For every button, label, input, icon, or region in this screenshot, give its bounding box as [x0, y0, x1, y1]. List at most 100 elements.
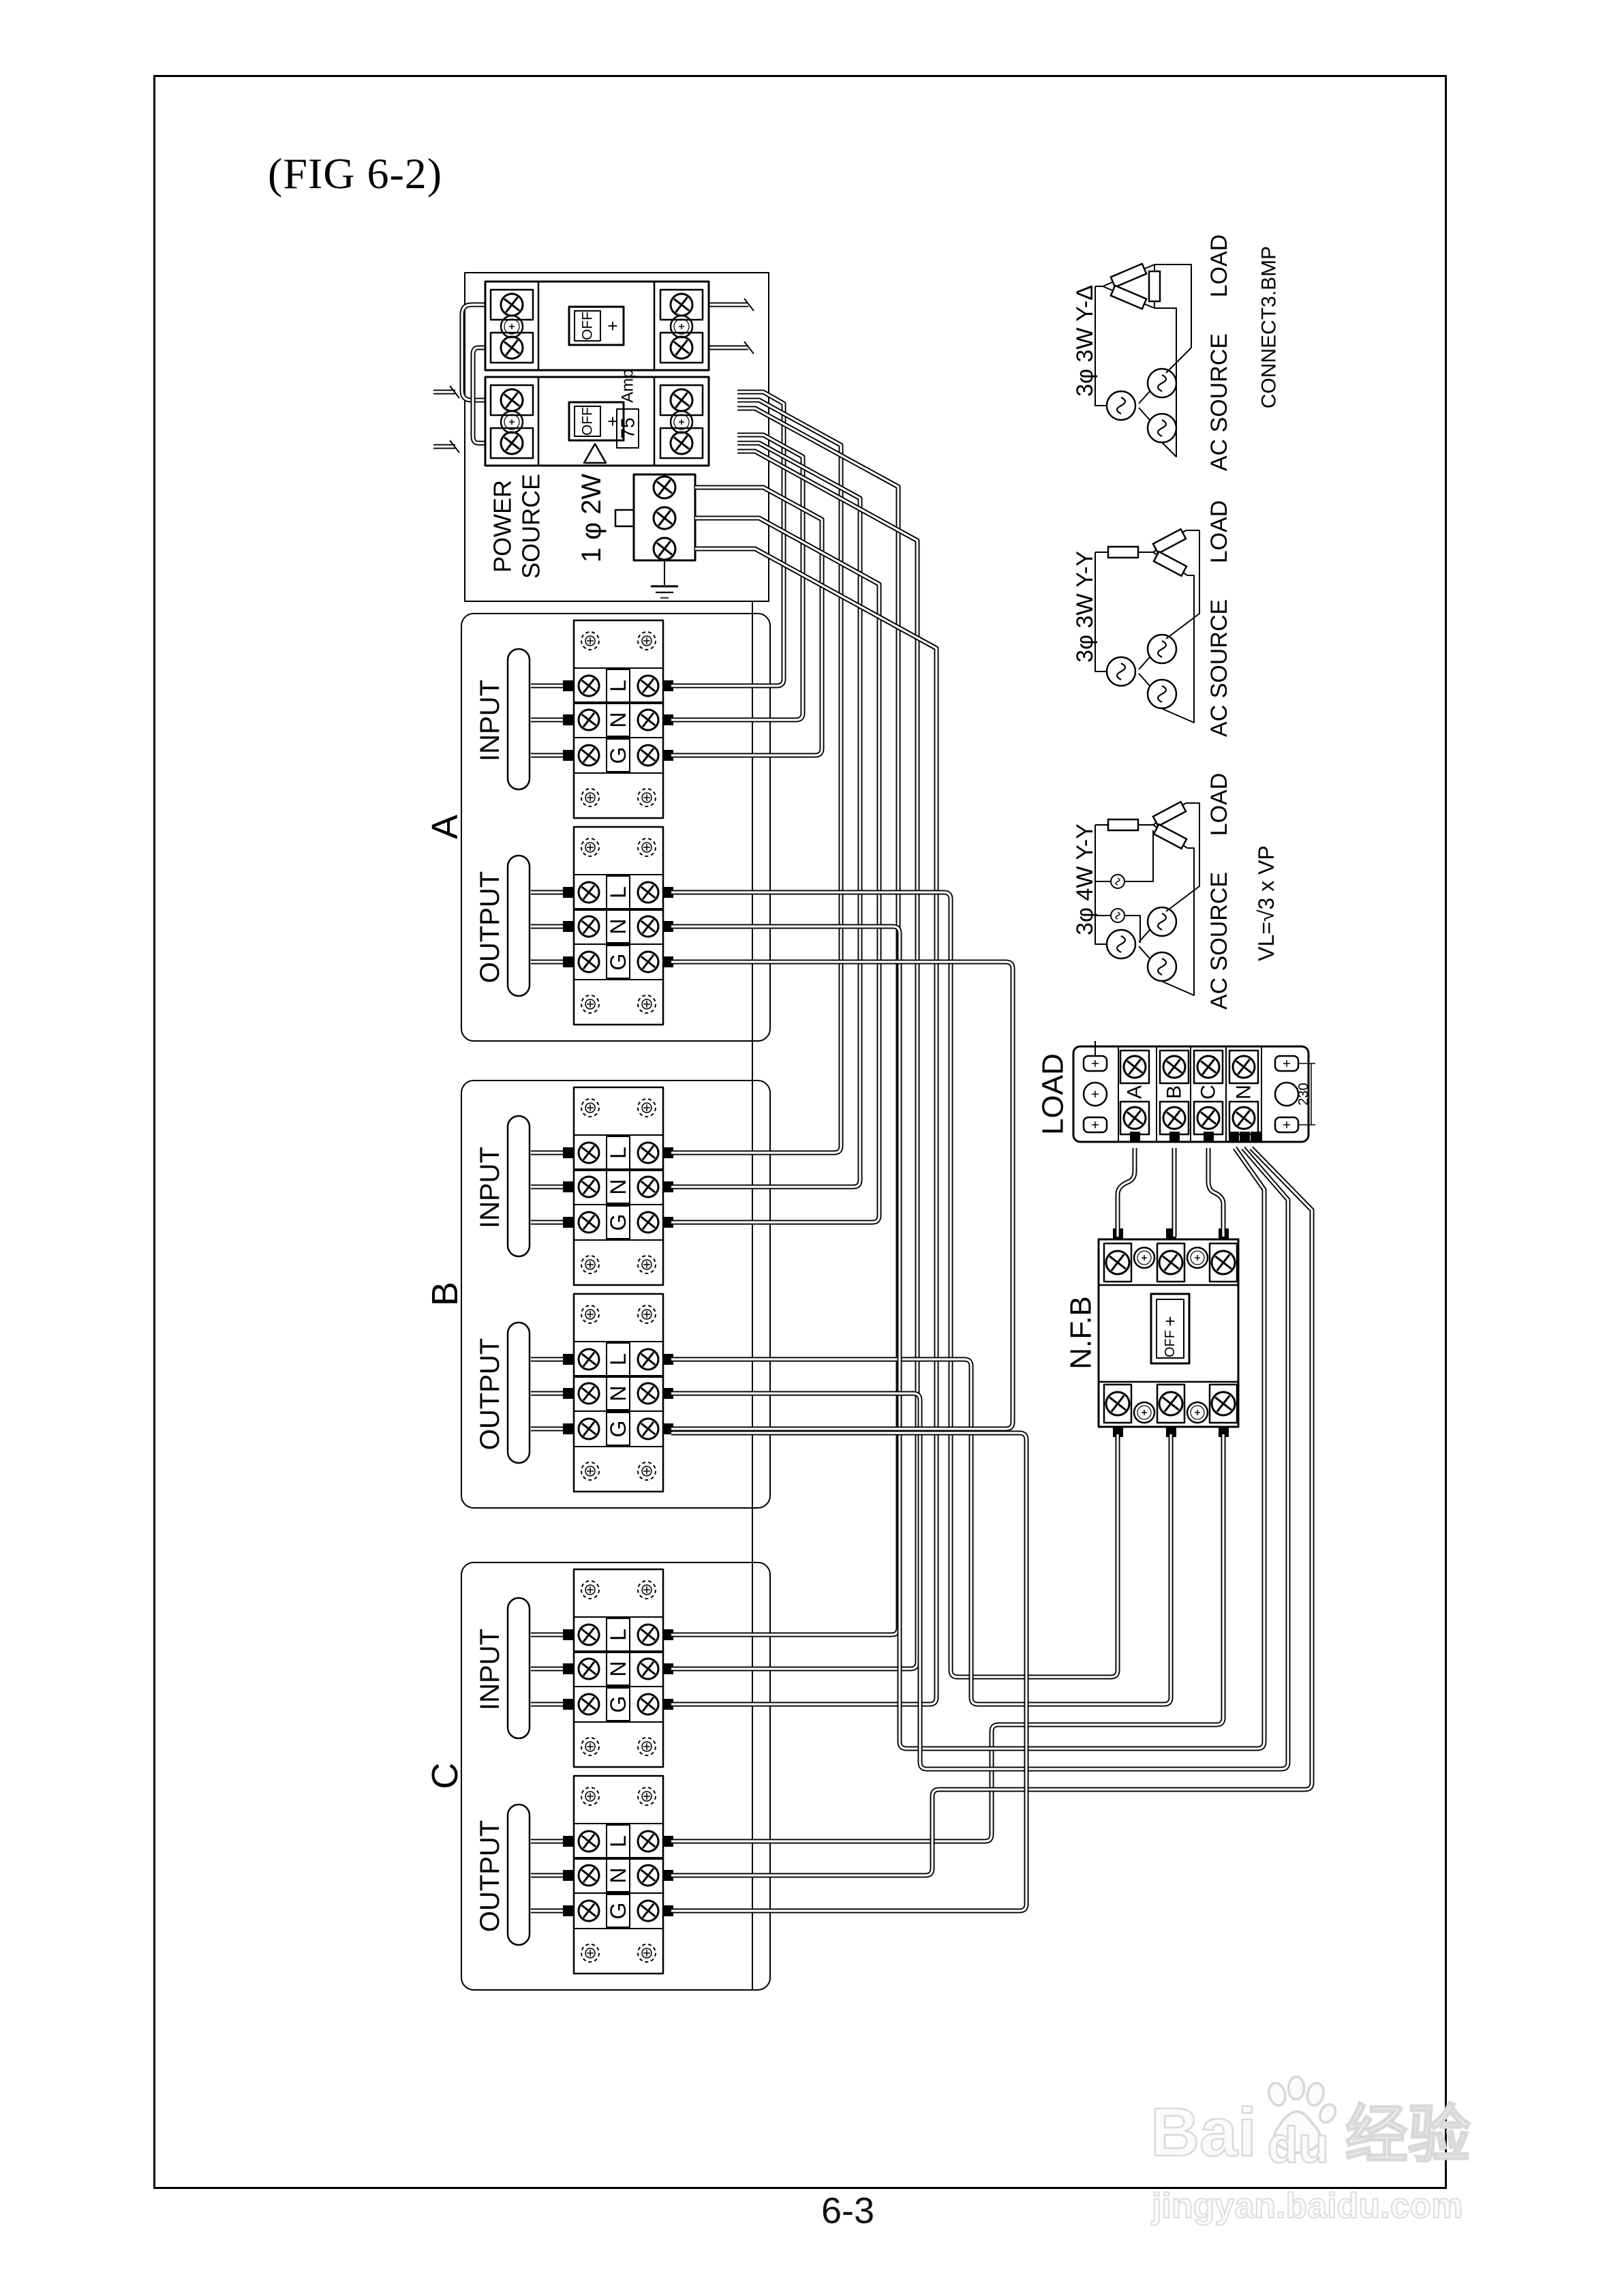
wire-ferrule	[563, 1423, 573, 1434]
screw-icon	[669, 431, 694, 455]
sections-0-input_label: INPUT	[475, 680, 505, 761]
wire-ferrule	[563, 1181, 573, 1192]
load-resistor	[1152, 800, 1187, 828]
breaker-button-icon	[500, 314, 524, 339]
mount-screw-icon	[637, 1737, 656, 1756]
sections-2-terminals-0: L	[606, 1835, 630, 1847]
wire-ferrule	[563, 1870, 573, 1881]
sections-0-terminals-2: G	[606, 747, 630, 764]
wire-ferrule	[563, 750, 573, 761]
sections-1-output_label: OUTPUT	[475, 1338, 505, 1450]
watermark-brand-mid: du	[1266, 2117, 1330, 2173]
wire-ferrule	[663, 1699, 673, 1710]
wire-ferrule	[663, 680, 673, 691]
wire-ferrule	[563, 956, 573, 967]
screw-icon	[637, 881, 660, 904]
sections-0-terminals-2: G	[606, 954, 630, 971]
sections-0-terminals-0: L	[606, 886, 630, 898]
wire-ferrule	[1169, 1132, 1180, 1143]
sections-2-terminals-2: G	[606, 1696, 630, 1713]
sections-2-output_label: OUTPUT	[475, 1820, 505, 1932]
load_block-dimension: 230	[1296, 1083, 1311, 1105]
wire-ferrule	[563, 1663, 573, 1674]
screw-icon	[1122, 1055, 1147, 1079]
breaker-button-icon	[669, 410, 694, 434]
screw-icon	[637, 708, 660, 731]
sections-2-id: C	[425, 1763, 465, 1789]
sections-2-input_label: INPUT	[475, 1629, 505, 1710]
screw-icon	[500, 292, 524, 317]
screw-icon	[637, 1830, 660, 1853]
mount-screw-icon	[581, 788, 600, 807]
screw-icon	[637, 915, 660, 938]
screw-icon	[1105, 1391, 1131, 1417]
wire-ferrule	[663, 1181, 673, 1192]
page-number: 6-3	[821, 2190, 875, 2231]
screw-icon	[577, 1899, 600, 1922]
sections-0-terminals-1: N	[606, 918, 630, 934]
mount-screw-icon	[637, 1787, 656, 1806]
load_block-terminals-2: C	[1197, 1085, 1220, 1100]
wire-ferrule	[563, 1905, 573, 1916]
breaker-button-icon	[1133, 1401, 1156, 1424]
power_source-amp_value: 75	[617, 417, 639, 438]
wire-ferrule	[563, 887, 573, 898]
screw-icon	[577, 1657, 600, 1680]
screw-icon	[577, 1623, 600, 1646]
mini_diagrams-1-load_label: LOAD	[1206, 500, 1232, 564]
screw-icon	[1162, 1106, 1187, 1130]
screw-icon	[1122, 1106, 1147, 1130]
wire-ferrule	[663, 1905, 673, 1916]
wire-ferrule	[563, 1629, 573, 1640]
wire-ferrule	[663, 1354, 673, 1365]
load-resistor	[1107, 545, 1139, 559]
screw-icon	[637, 1864, 660, 1887]
mini_diagrams-2-source_label: AC SOURCE	[1206, 872, 1232, 1010]
sections-2-terminals-0: L	[606, 1629, 630, 1641]
load-resistor	[1152, 528, 1187, 555]
screw-icon	[1231, 1055, 1256, 1079]
mini_diagrams-2-formula: VL=√3 x VP	[1254, 845, 1279, 961]
load-resistor	[1110, 284, 1148, 310]
breaker-upper: OFF+	[484, 280, 710, 372]
wire-ferrule	[563, 680, 573, 691]
power_source-label_line1: POWER	[489, 480, 517, 573]
mount-screw-icon	[637, 788, 656, 807]
mount-screw-icon	[581, 838, 600, 857]
wire-ferrule	[663, 1147, 673, 1158]
screw-icon	[577, 1348, 600, 1371]
wire-ferrule	[1240, 1132, 1250, 1143]
screw-icon	[652, 537, 677, 561]
plus-pad-icon	[1274, 1116, 1300, 1134]
watermark-brand-suffix: 经验	[1344, 2100, 1471, 2170]
mount-screw-icon	[637, 1462, 656, 1481]
wire-ferrule	[663, 921, 673, 932]
screw-icon	[669, 335, 694, 360]
mount-screw-icon	[581, 1462, 600, 1481]
ac-source-icon	[1146, 367, 1178, 399]
mini_diagrams-0-note: CONNECT3.BMP	[1258, 246, 1281, 408]
load-resistor	[1152, 823, 1188, 850]
ac-source-icon	[1105, 928, 1137, 960]
sections-0-id: A	[425, 815, 465, 839]
screw-icon	[577, 915, 600, 938]
load_block-terminals-0: A	[1124, 1085, 1146, 1099]
screw-icon	[637, 674, 660, 697]
nfb-switch: OFF	[1163, 1330, 1178, 1357]
wire-harness	[671, 389, 1315, 1914]
sections-1-terminals-2: G	[606, 1421, 630, 1438]
wire-ferrule	[663, 1217, 673, 1228]
wire-ferrule	[563, 1699, 573, 1710]
ac-source-icon	[1146, 906, 1178, 937]
screw-icon	[637, 1211, 660, 1234]
sections-0-terminals-0: L	[606, 680, 630, 692]
load-resistor	[1152, 550, 1188, 577]
screw-icon	[577, 1693, 600, 1716]
screw-icon	[1158, 1250, 1184, 1275]
